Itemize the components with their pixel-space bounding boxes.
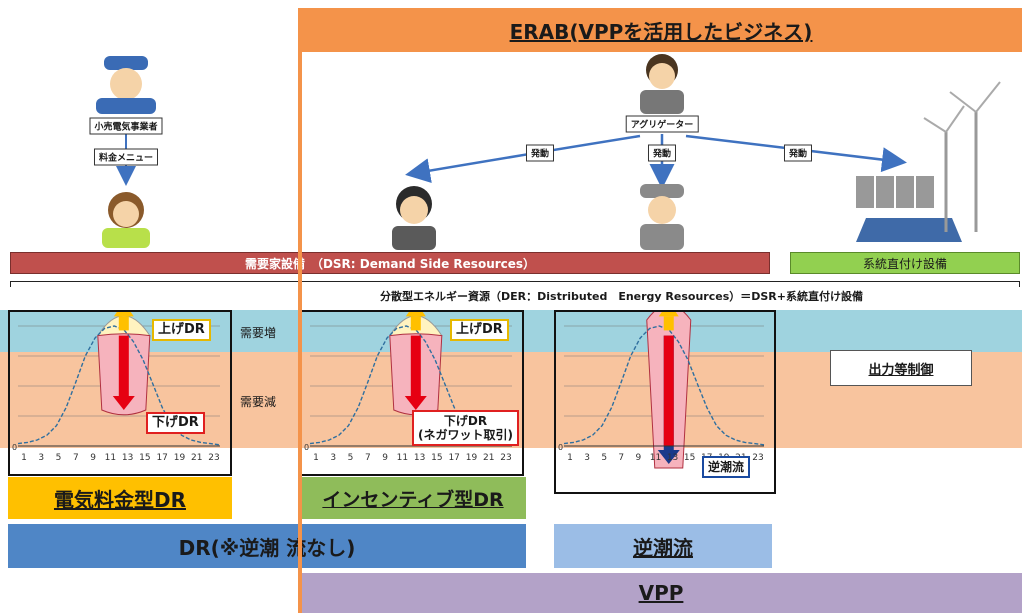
reverse-flow-band-label: 逆潮流 [633, 535, 693, 560]
x-tick-label: 21 [483, 453, 494, 463]
x-tick-label: 11 [105, 453, 116, 463]
zone-decrease-label: 需要減 [240, 395, 277, 409]
reverse-flow-band: 逆潮流 [554, 524, 772, 568]
erab-divider-line [298, 8, 302, 613]
reverse-flow-label: 逆潮流 [702, 456, 751, 478]
retailer-person-icon [96, 56, 156, 114]
down-arrow-head [657, 450, 680, 464]
dsr-label: 需要家設備 （DSR: Demand Side Resources） [244, 256, 536, 271]
x-tick-label: 13 [667, 453, 678, 463]
output-control-label: 出力等制御 [868, 362, 934, 378]
down-arrow-head [404, 396, 427, 410]
y-zero-label: 0 [304, 443, 309, 452]
x-tick-label: 1 [567, 453, 573, 463]
up-dr-label-2: 上げDR [450, 319, 509, 341]
x-tick-label: 5 [348, 453, 354, 463]
der-bracket [10, 281, 1020, 287]
menu-label: 料金メニュー [93, 148, 159, 166]
x-tick-label: 7 [365, 453, 371, 463]
down-dr-label-2-box: 下げDR (ネガワット取引) [412, 410, 519, 446]
trigger-label-right: 発動 [783, 144, 813, 162]
down-arrow-shaft [410, 335, 421, 396]
x-tick-label: 17 [448, 453, 459, 463]
x-tick-label: 5 [56, 453, 62, 463]
down-arrow-shaft [118, 335, 129, 396]
x-tick-label: 21 [191, 453, 202, 463]
up-arrow-shaft [663, 316, 674, 331]
x-tick-label: 1 [313, 453, 319, 463]
x-tick-label: 7 [618, 453, 624, 463]
nega-sub-label: (ネガワット取引) [418, 428, 513, 442]
x-tick-label: 7 [73, 453, 79, 463]
x-tick-label: 19 [174, 453, 186, 463]
x-tick-label: 23 [500, 453, 511, 463]
x-tick-label: 13 [414, 453, 425, 463]
x-tick-label: 13 [122, 453, 133, 463]
x-tick-label: 23 [208, 453, 219, 463]
zone-increase-label: 需要増 [240, 326, 277, 340]
up-arrow-head [658, 312, 679, 317]
down-arrow-head [112, 396, 135, 410]
up-arrow-shaft [118, 316, 129, 331]
output-control-box: 出力等制御 [830, 350, 972, 386]
x-tick-label: 3 [38, 453, 44, 463]
up-arrow-shaft [410, 316, 421, 331]
business-person-icon [392, 186, 436, 250]
incentive-dr-label: インセンティブ型DR [322, 488, 504, 511]
x-tick-label: 1 [21, 453, 27, 463]
x-tick-label: 5 [601, 453, 607, 463]
x-tick-label: 3 [330, 453, 336, 463]
up-dr-label-1: 上げDR [152, 319, 211, 341]
x-tick-label: 9 [635, 453, 641, 463]
trigger-label-left: 発動 [525, 144, 555, 162]
x-tick-label: 15 [684, 453, 695, 463]
incentive-dr-band: インセンティブ型DR [300, 477, 526, 519]
y-zero-label: 0 [558, 443, 563, 452]
x-tick-label: 15 [431, 453, 442, 463]
vpp-band: VPP [300, 573, 1022, 613]
retailer-label: 小売電気事業者 [89, 117, 163, 135]
price-dr-label: 電気料金型DR [53, 487, 186, 512]
x-tick-label: 11 [397, 453, 408, 463]
down-dr-label-2: 下げDR [443, 414, 488, 428]
x-tick-label: 19 [466, 453, 478, 463]
direct-label: 系統直付け設備 [862, 256, 947, 271]
red-arrow-shaft [663, 335, 674, 446]
aggregator-person-icon [640, 54, 684, 114]
x-tick-label: 23 [752, 453, 763, 463]
x-tick-label: 17 [156, 453, 167, 463]
trigger-label-center: 発動 [647, 144, 677, 162]
price-dr-band: 電気料金型DR [8, 477, 232, 519]
x-tick-label: 15 [139, 453, 150, 463]
direct-bar: 系統直付け設備 [790, 252, 1020, 274]
x-tick-label: 11 [650, 453, 661, 463]
dr-no-reverse-band: DR(※逆潮 流なし) [8, 524, 526, 568]
factory-person-icon [640, 184, 684, 250]
up-arrow-head [405, 312, 426, 317]
demand-curve [563, 325, 765, 446]
der-label: 分散型エネルギー資源（DER：Distributed Energy Resour… [380, 290, 863, 303]
dr-no-reverse-label: DR(※逆潮 流なし) [178, 535, 356, 560]
x-tick-label: 9 [382, 453, 388, 463]
up-arrow-head [113, 312, 134, 317]
actors-illustration [96, 54, 1001, 250]
down-dr-label-1: 下げDR [146, 412, 205, 434]
erab-title: ERAB(VPPを活用したビジネス) [509, 19, 813, 44]
customer-person-icon [102, 192, 150, 248]
aggregator-label: アグリゲーター [625, 115, 699, 133]
dsr-bar: 需要家設備 （DSR: Demand Side Resources） [10, 252, 770, 274]
vpp-label: VPP [638, 581, 684, 605]
erab-header-band: ERAB(VPPを活用したビジネス) [300, 8, 1022, 52]
x-tick-label: 9 [90, 453, 96, 463]
grid-equipment-icon [856, 81, 1001, 242]
y-zero-label: 0 [12, 443, 17, 452]
x-tick-label: 3 [584, 453, 590, 463]
